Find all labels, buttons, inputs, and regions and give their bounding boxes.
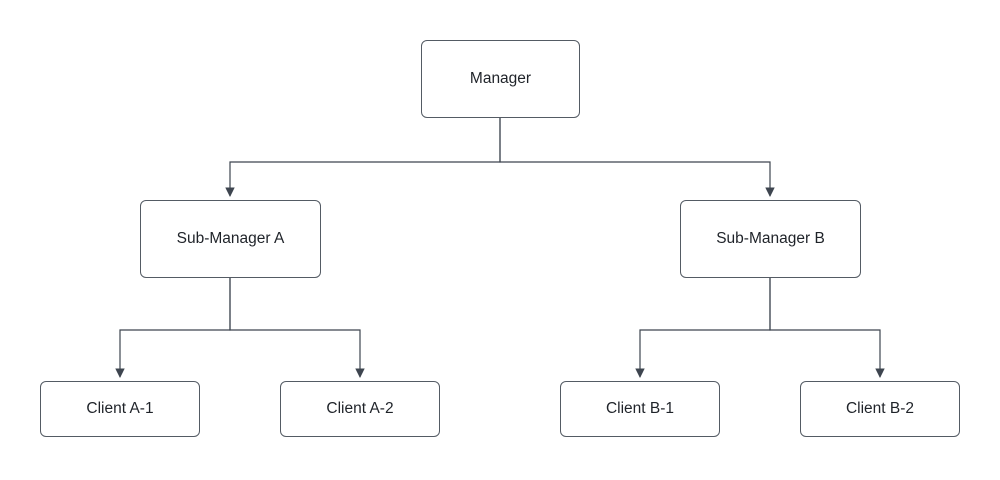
node-sub-manager-a: Sub-Manager A [140, 200, 321, 278]
node-client-a2: Client A-2 [280, 381, 440, 437]
node-sub-manager-a-label: Sub-Manager A [176, 230, 285, 247]
node-client-b2: Client B-2 [800, 381, 960, 437]
node-client-a2-label: Client A-2 [326, 400, 394, 417]
edge-sub-a-client-a2 [229, 278, 365, 378]
node-client-b1-label: Client B-1 [605, 400, 675, 417]
edge-sub-b-client-b2 [769, 278, 885, 378]
node-client-a1-label: Client A-1 [86, 400, 154, 417]
node-manager-label: Manager [469, 70, 532, 87]
edge-sub-a-client-a1 [115, 278, 231, 378]
edge-sub-b-client-b1 [635, 278, 771, 378]
node-sub-manager-b: Sub-Manager B [680, 200, 861, 278]
node-manager: Manager [421, 40, 580, 118]
node-client-b1: Client B-1 [560, 381, 720, 437]
node-sub-manager-b-label: Sub-Manager B [716, 230, 825, 247]
edge-manager-sub-b [499, 118, 775, 197]
node-client-a1: Client A-1 [40, 381, 200, 437]
edge-manager-sub-a [225, 118, 501, 197]
node-client-b2-label: Client B-2 [845, 400, 915, 417]
